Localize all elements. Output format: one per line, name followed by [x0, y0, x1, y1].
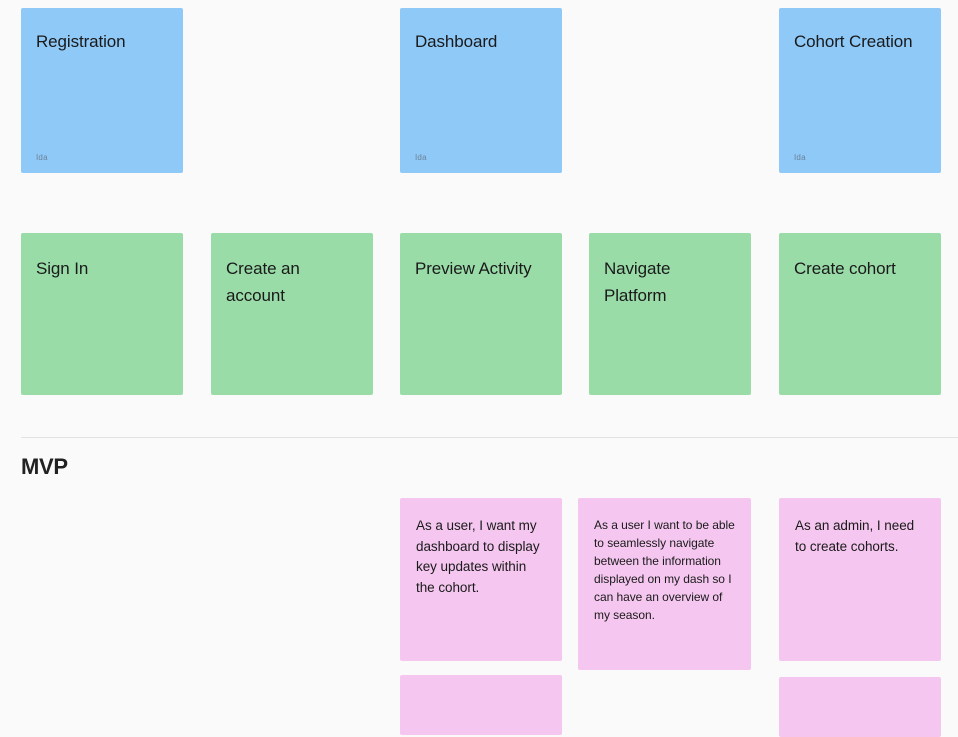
- story-card-text: As a user, I want my dashboard to displa…: [416, 518, 540, 595]
- epic-card-title: Registration: [36, 32, 126, 51]
- epic-card-title: Dashboard: [415, 32, 498, 51]
- activity-card-title: Navigate Platform: [604, 259, 671, 306]
- release-heading-mvp: MVP: [21, 454, 68, 479]
- story-card-partial[interactable]: [779, 677, 941, 737]
- epic-card-dashboard[interactable]: Dashboard Ida: [400, 8, 562, 173]
- story-card-partial[interactable]: [400, 675, 562, 735]
- epic-card-cohort-creation[interactable]: Cohort Creation Ida: [779, 8, 941, 173]
- activity-card-preview-activity[interactable]: Preview Activity: [400, 233, 562, 395]
- release-divider: [21, 437, 958, 438]
- activity-card-create-cohort[interactable]: Create cohort: [779, 233, 941, 395]
- epic-card-title: Cohort Creation: [794, 32, 913, 51]
- story-card-seamless-navigation[interactable]: As a user I want to be able to seamlessl…: [578, 498, 751, 670]
- activity-card-create-an-account[interactable]: Create an account: [211, 233, 373, 395]
- activity-card-title: Preview Activity: [415, 259, 532, 278]
- epic-card-registration[interactable]: Registration Ida: [21, 8, 183, 173]
- activity-card-title: Create an account: [226, 259, 300, 306]
- story-card-admin-create-cohorts[interactable]: As an admin, I need to create cohorts.: [779, 498, 941, 661]
- epic-card-author: Ida: [794, 153, 806, 162]
- activity-card-navigate-platform[interactable]: Navigate Platform: [589, 233, 751, 395]
- epic-card-author: Ida: [415, 153, 427, 162]
- story-map-board: Registration Ida Dashboard Ida Cohort Cr…: [21, 8, 958, 737]
- story-card-dashboard-key-updates[interactable]: As a user, I want my dashboard to displa…: [400, 498, 562, 661]
- story-card-text: As an admin, I need to create cohorts.: [795, 518, 915, 554]
- activity-card-title: Create cohort: [794, 259, 896, 278]
- epic-card-author: Ida: [36, 153, 48, 162]
- activity-card-title: Sign In: [36, 259, 89, 278]
- activity-card-sign-in[interactable]: Sign In: [21, 233, 183, 395]
- story-card-text: As a user I want to be able to seamlessl…: [594, 518, 735, 622]
